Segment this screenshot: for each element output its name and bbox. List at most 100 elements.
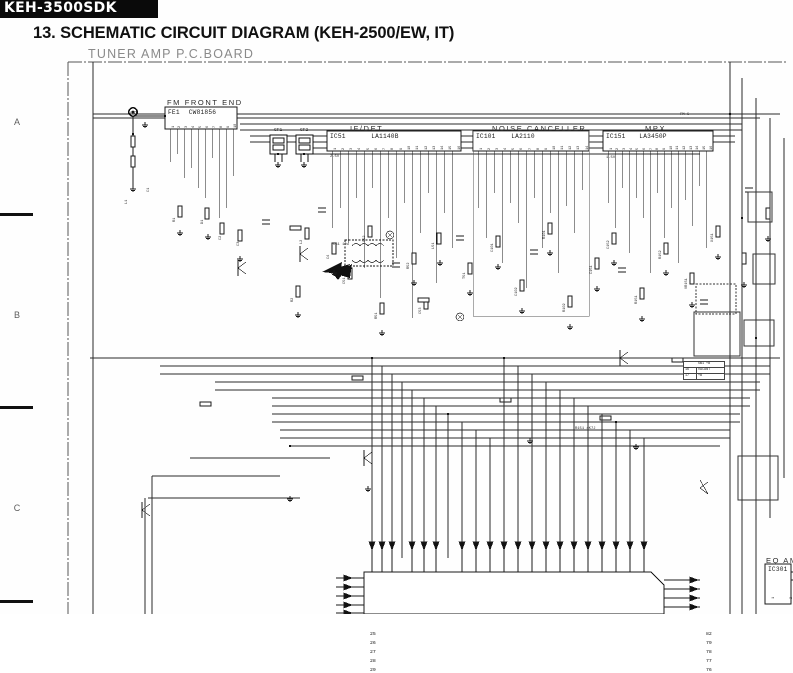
connector-right-pin-78: 78: [706, 650, 712, 655]
margin-tick-0: [0, 213, 33, 216]
connector-left-pin-28: 28: [370, 659, 376, 664]
pin-label-noise-canceller-13: 13: [577, 145, 582, 150]
pin-label-if-det-9: 9: [399, 147, 404, 150]
row-label-b: B: [13, 310, 20, 320]
pin-label-mpx-4: 4: [629, 147, 634, 150]
component-ref-r52: R52: [407, 262, 411, 269]
antenna-label: ANT: [130, 112, 138, 116]
ic-part-noise-canceller: LA2110: [511, 133, 535, 140]
board-subtitle: TUNER AMP P.C.BOARD: [88, 47, 255, 61]
pin-label-mpx-16: 16: [709, 145, 714, 150]
component-ref-l51: L51: [432, 242, 436, 249]
pin-label-mpx-14: 14: [696, 145, 701, 150]
pin-label-if-det-15: 15: [449, 145, 454, 150]
ic-ref-fm-front-end: FE1: [168, 109, 180, 116]
cf-label-cf1: CF1: [274, 128, 283, 133]
component-ref-l1: L1: [125, 199, 129, 204]
row-label-a: A: [13, 117, 20, 127]
pin-label-if-det-6: 6: [374, 147, 379, 150]
ic-part-mpx: LA3450P: [639, 133, 667, 140]
component-ref-r1: R1: [173, 217, 177, 222]
connector-right-pin-77: 77: [706, 659, 712, 664]
pin-label-fm-front-end-3: 3: [185, 125, 190, 128]
margin-tick-2: [0, 600, 33, 603]
pin-label-noise-canceller-14: 14: [585, 145, 590, 150]
pin-label-if-det-10: 10: [408, 145, 412, 150]
component-ref-c53: C53: [419, 307, 423, 314]
small-label-1: 1.5V: [606, 156, 616, 160]
component-ref-r51: R51: [375, 312, 379, 319]
pin-label-noise-canceller-3: 3: [495, 147, 500, 150]
pin-label-noise-canceller-7: 7: [528, 147, 533, 150]
pin-label-fm-front-end-1: 1: [171, 125, 176, 128]
component-ref-c151: C151: [590, 265, 594, 274]
connector-right-pin-79: 79: [706, 641, 712, 646]
component-ref-r152: R152: [659, 250, 663, 259]
pin-label-fm-front-end-2: 2: [178, 125, 183, 128]
pin-label-mpx-5: 5: [636, 147, 641, 150]
pin-label-if-det-7: 7: [383, 147, 388, 150]
component-ref-l2: L2: [300, 239, 304, 244]
pin-label-fm-front-end-10: 10: [233, 123, 238, 128]
pin-label-eq-amp-1: 1: [771, 596, 776, 599]
pin-label-mpx-2: 2: [616, 147, 621, 150]
connector-left-pin-27: 27: [370, 650, 376, 655]
component-ref-vr151: VR151: [685, 278, 689, 289]
pin-label-if-det-5: 5: [366, 147, 371, 150]
block-label-if-det: IF/DET: [350, 124, 384, 133]
component-ref-c152: C152: [607, 240, 611, 249]
pin-label-noise-canceller-12: 12: [569, 145, 574, 150]
component-ref-r2: R2: [291, 297, 295, 302]
ic-ref-noise-canceller: IC101: [476, 133, 496, 140]
pin-label-noise-canceller-2: 2: [487, 147, 492, 150]
component-ref-c1: C1: [147, 187, 151, 192]
note-value: +B: [696, 373, 725, 380]
pin-label-mpx-15: 15: [702, 145, 707, 150]
component-ref-x151: X151: [711, 233, 715, 242]
pin-label-mpx-6: 6: [642, 147, 647, 150]
block-label-fm-front-end: FM FRONT END: [167, 98, 243, 107]
pin-label-noise-canceller-4: 4: [504, 147, 509, 150]
pin-label-if-det-14: 14: [441, 145, 446, 150]
pin-label-if-det-16: 16: [457, 145, 462, 150]
pin-label-mpx-9: 9: [662, 147, 667, 150]
small-label-0: 2.5V: [330, 155, 340, 159]
ic-part-fm-front-end: CW81856: [188, 109, 217, 116]
page-title: 13. SCHEMATIC CIRCUIT DIAGRAM (KEH-2500/…: [33, 24, 455, 42]
small-label-4: C51 10u: [333, 243, 349, 247]
pin-label-if-det-8: 8: [391, 147, 396, 150]
margin-tick-1: [0, 406, 33, 409]
pin-label-if-det-1: 1: [333, 147, 338, 150]
connector-left-pin-25: 25: [370, 632, 376, 637]
note-table-row: 17+B: [683, 373, 725, 380]
pin-label-fm-front-end-8: 8: [219, 125, 224, 128]
pin-label-if-det-4: 4: [358, 147, 363, 150]
pin-label-eq-amp-2: 2: [790, 596, 793, 598]
ic-ref-if-det: IC51: [330, 133, 346, 140]
component-ref-c51: C51: [343, 277, 347, 284]
small-label-2: FM-G: [680, 113, 690, 117]
pin-label-fm-front-end-7: 7: [212, 125, 217, 128]
pin-label-mpx-7: 7: [649, 147, 654, 150]
connector-left-pin-26: 26: [370, 641, 376, 646]
pin-label-if-det-11: 11: [416, 145, 421, 150]
component-ref-c3: C3: [237, 241, 241, 246]
pin-label-noise-canceller-6: 6: [520, 147, 525, 150]
block-label-eq-amp: EQ AMP: [766, 556, 793, 565]
pin-label-mpx-13: 13: [689, 145, 694, 150]
pin-label-noise-canceller-11: 11: [561, 145, 566, 150]
component-ref-c4: C4: [327, 254, 331, 259]
pin-label-mpx-10: 10: [669, 145, 674, 150]
small-label-3: R151 4K7J: [575, 427, 596, 431]
ic-ref-eq-amp: IC301: [768, 566, 788, 573]
connector-left-pin-29: 29: [370, 668, 376, 673]
pin-label-noise-canceller-9: 9: [544, 147, 549, 150]
component-ref-c101: C101: [491, 243, 495, 252]
pin-label-fm-front-end-6: 6: [206, 125, 211, 128]
row-label-c: C: [13, 503, 21, 513]
connector-right-pin-76: 76: [706, 668, 712, 673]
component-ref-d1: D1: [201, 219, 205, 224]
block-label-mpx: MPX: [645, 124, 667, 133]
